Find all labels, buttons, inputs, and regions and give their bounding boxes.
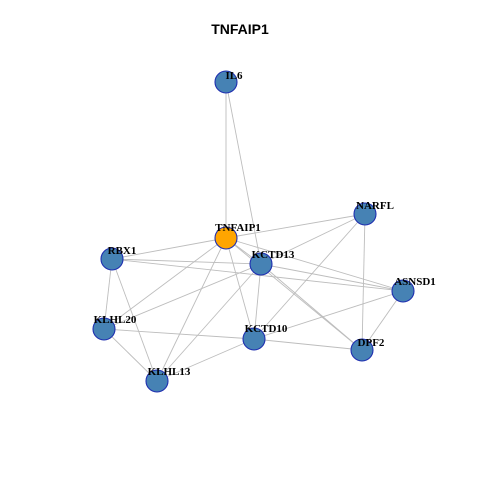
node-rbx1 (100, 247, 124, 271)
edge-asnsd1-dpf2 (361, 290, 404, 351)
node-label-narfl: NARFL (356, 200, 394, 212)
edge-il6-kctd13 (225, 81, 262, 265)
edge-kctd13-asnsd1 (260, 263, 404, 292)
node-kctd10 (242, 327, 266, 351)
edge-kctd13-kctd10 (253, 263, 262, 340)
edge-kctd13-klhl13 (156, 263, 262, 382)
edge-kctd10-klhl13 (156, 338, 255, 382)
edge-klhl20-kctd10 (103, 328, 255, 340)
node-tnfaip1 (214, 226, 238, 250)
node-label-tnfaip1: TNFAIP1 (215, 222, 261, 234)
node-label-kctd13: KCTD13 (252, 249, 295, 261)
edge-layer (103, 81, 404, 382)
edge-narfl-kctd13 (260, 213, 366, 265)
node-label-rbx1: RBX1 (108, 245, 137, 257)
node-label-dpf2: DPF2 (358, 337, 385, 349)
edge-tnfaip1-narfl (225, 213, 366, 239)
node-dpf2 (350, 338, 374, 362)
node-layer (92, 70, 415, 393)
edge-kctd10-dpf2 (253, 338, 363, 351)
edge-kctd13-klhl20 (103, 263, 262, 330)
node-klhl20 (92, 317, 116, 341)
node-label-il6: IL6 (225, 70, 243, 82)
node-klhl13 (145, 369, 169, 393)
node-label-klhl20: KLHL20 (94, 314, 137, 326)
edge-rbx1-kctd13 (111, 258, 262, 265)
node-label-asnsd1: ASNSD1 (394, 276, 436, 288)
node-label-klhl13: KLHL13 (148, 366, 191, 378)
node-kctd13 (249, 252, 273, 276)
node-label-kctd10: KCTD10 (245, 323, 288, 335)
edge-tnfaip1-klhl13 (156, 237, 227, 382)
edge-kctd13-dpf2 (260, 263, 363, 351)
edge-tnfaip1-klhl20 (103, 237, 227, 330)
node-narfl (353, 202, 377, 226)
edge-rbx1-klhl13 (111, 258, 158, 382)
edge-rbx1-klhl20 (103, 258, 113, 330)
edge-tnfaip1-rbx1 (111, 237, 227, 260)
edge-narfl-dpf2 (361, 213, 366, 351)
edge-tnfaip1-asnsd1 (225, 237, 404, 292)
node-il6 (214, 70, 238, 94)
node-asnsd1 (391, 279, 415, 303)
graph-title: TNFAIP1 (211, 21, 269, 37)
edge-narfl-kctd10 (253, 213, 366, 340)
edge-tnfaip1-kctd10 (225, 237, 255, 340)
edge-asnsd1-kctd10 (253, 290, 404, 340)
edge-klhl20-klhl13 (103, 328, 158, 382)
